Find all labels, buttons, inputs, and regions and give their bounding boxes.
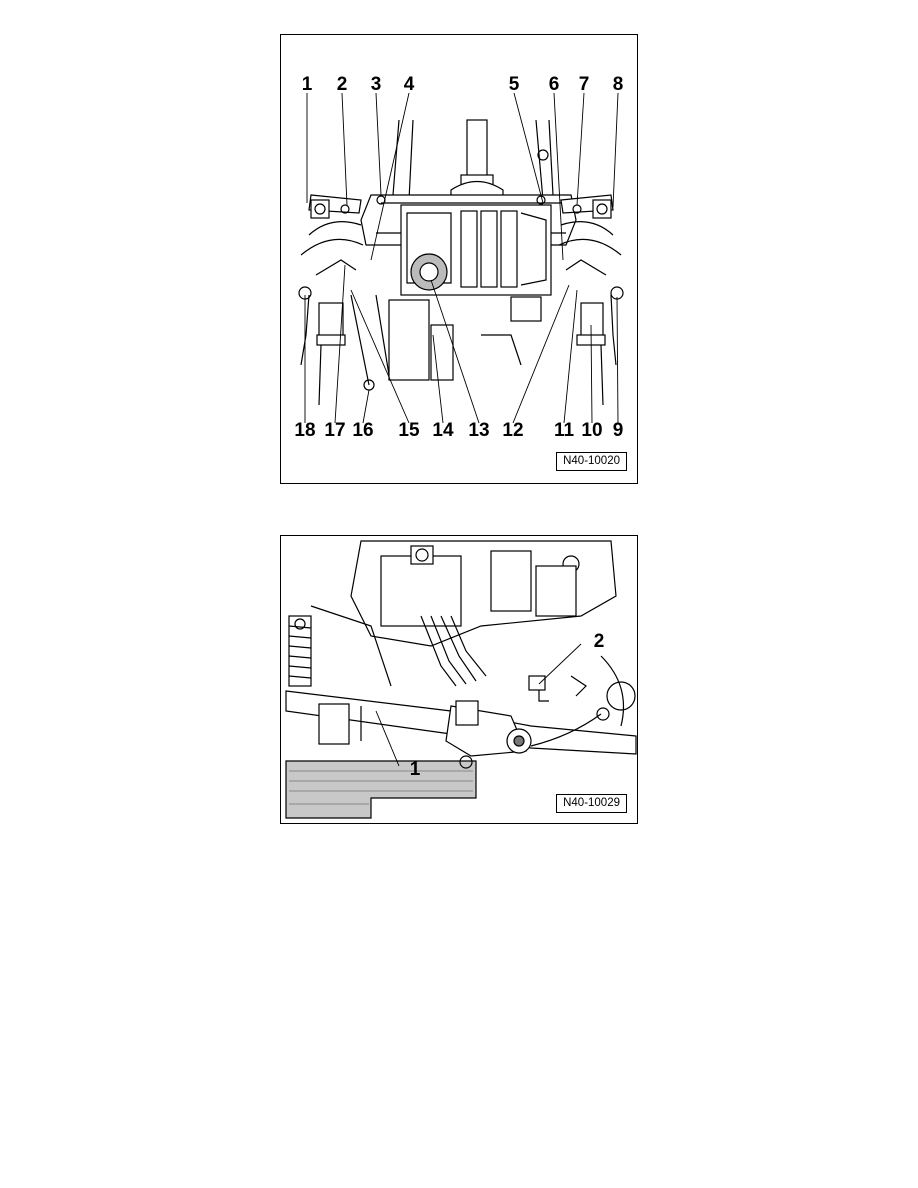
- callout-17: 17: [324, 420, 346, 441]
- callout-3: 3: [370, 74, 382, 95]
- callout-8: 8: [612, 74, 624, 95]
- figure-subframe-overview: 1 2 3 4 5 6 7 8 18 17 16 15 14 13 12 11 …: [280, 34, 638, 484]
- callout-2: 2: [336, 74, 348, 95]
- figure-id-label: N40-10020: [556, 452, 627, 471]
- callout-7: 7: [578, 74, 590, 95]
- callout-4: 4: [403, 74, 415, 95]
- subframe-illustration: [298, 92, 624, 424]
- callout-14: 14: [432, 420, 454, 441]
- figure-subframe-detail: 1 2 N40-10029: [280, 535, 638, 824]
- callout-15: 15: [398, 420, 420, 441]
- callout-10: 10: [581, 420, 603, 441]
- callout-13: 13: [468, 420, 490, 441]
- callout-9: 9: [612, 420, 624, 441]
- callout-5: 5: [508, 74, 520, 95]
- figure-id-label: N40-10029: [556, 794, 627, 813]
- callout-11: 11: [553, 420, 575, 441]
- callout-1: 1: [409, 759, 421, 780]
- callout-2: 2: [593, 631, 605, 652]
- callout-1: 1: [301, 74, 313, 95]
- callout-16: 16: [352, 420, 374, 441]
- callout-6: 6: [548, 74, 560, 95]
- subframe-detail-illustration: [285, 540, 637, 819]
- callout-12: 12: [502, 420, 524, 441]
- callout-18: 18: [294, 420, 316, 441]
